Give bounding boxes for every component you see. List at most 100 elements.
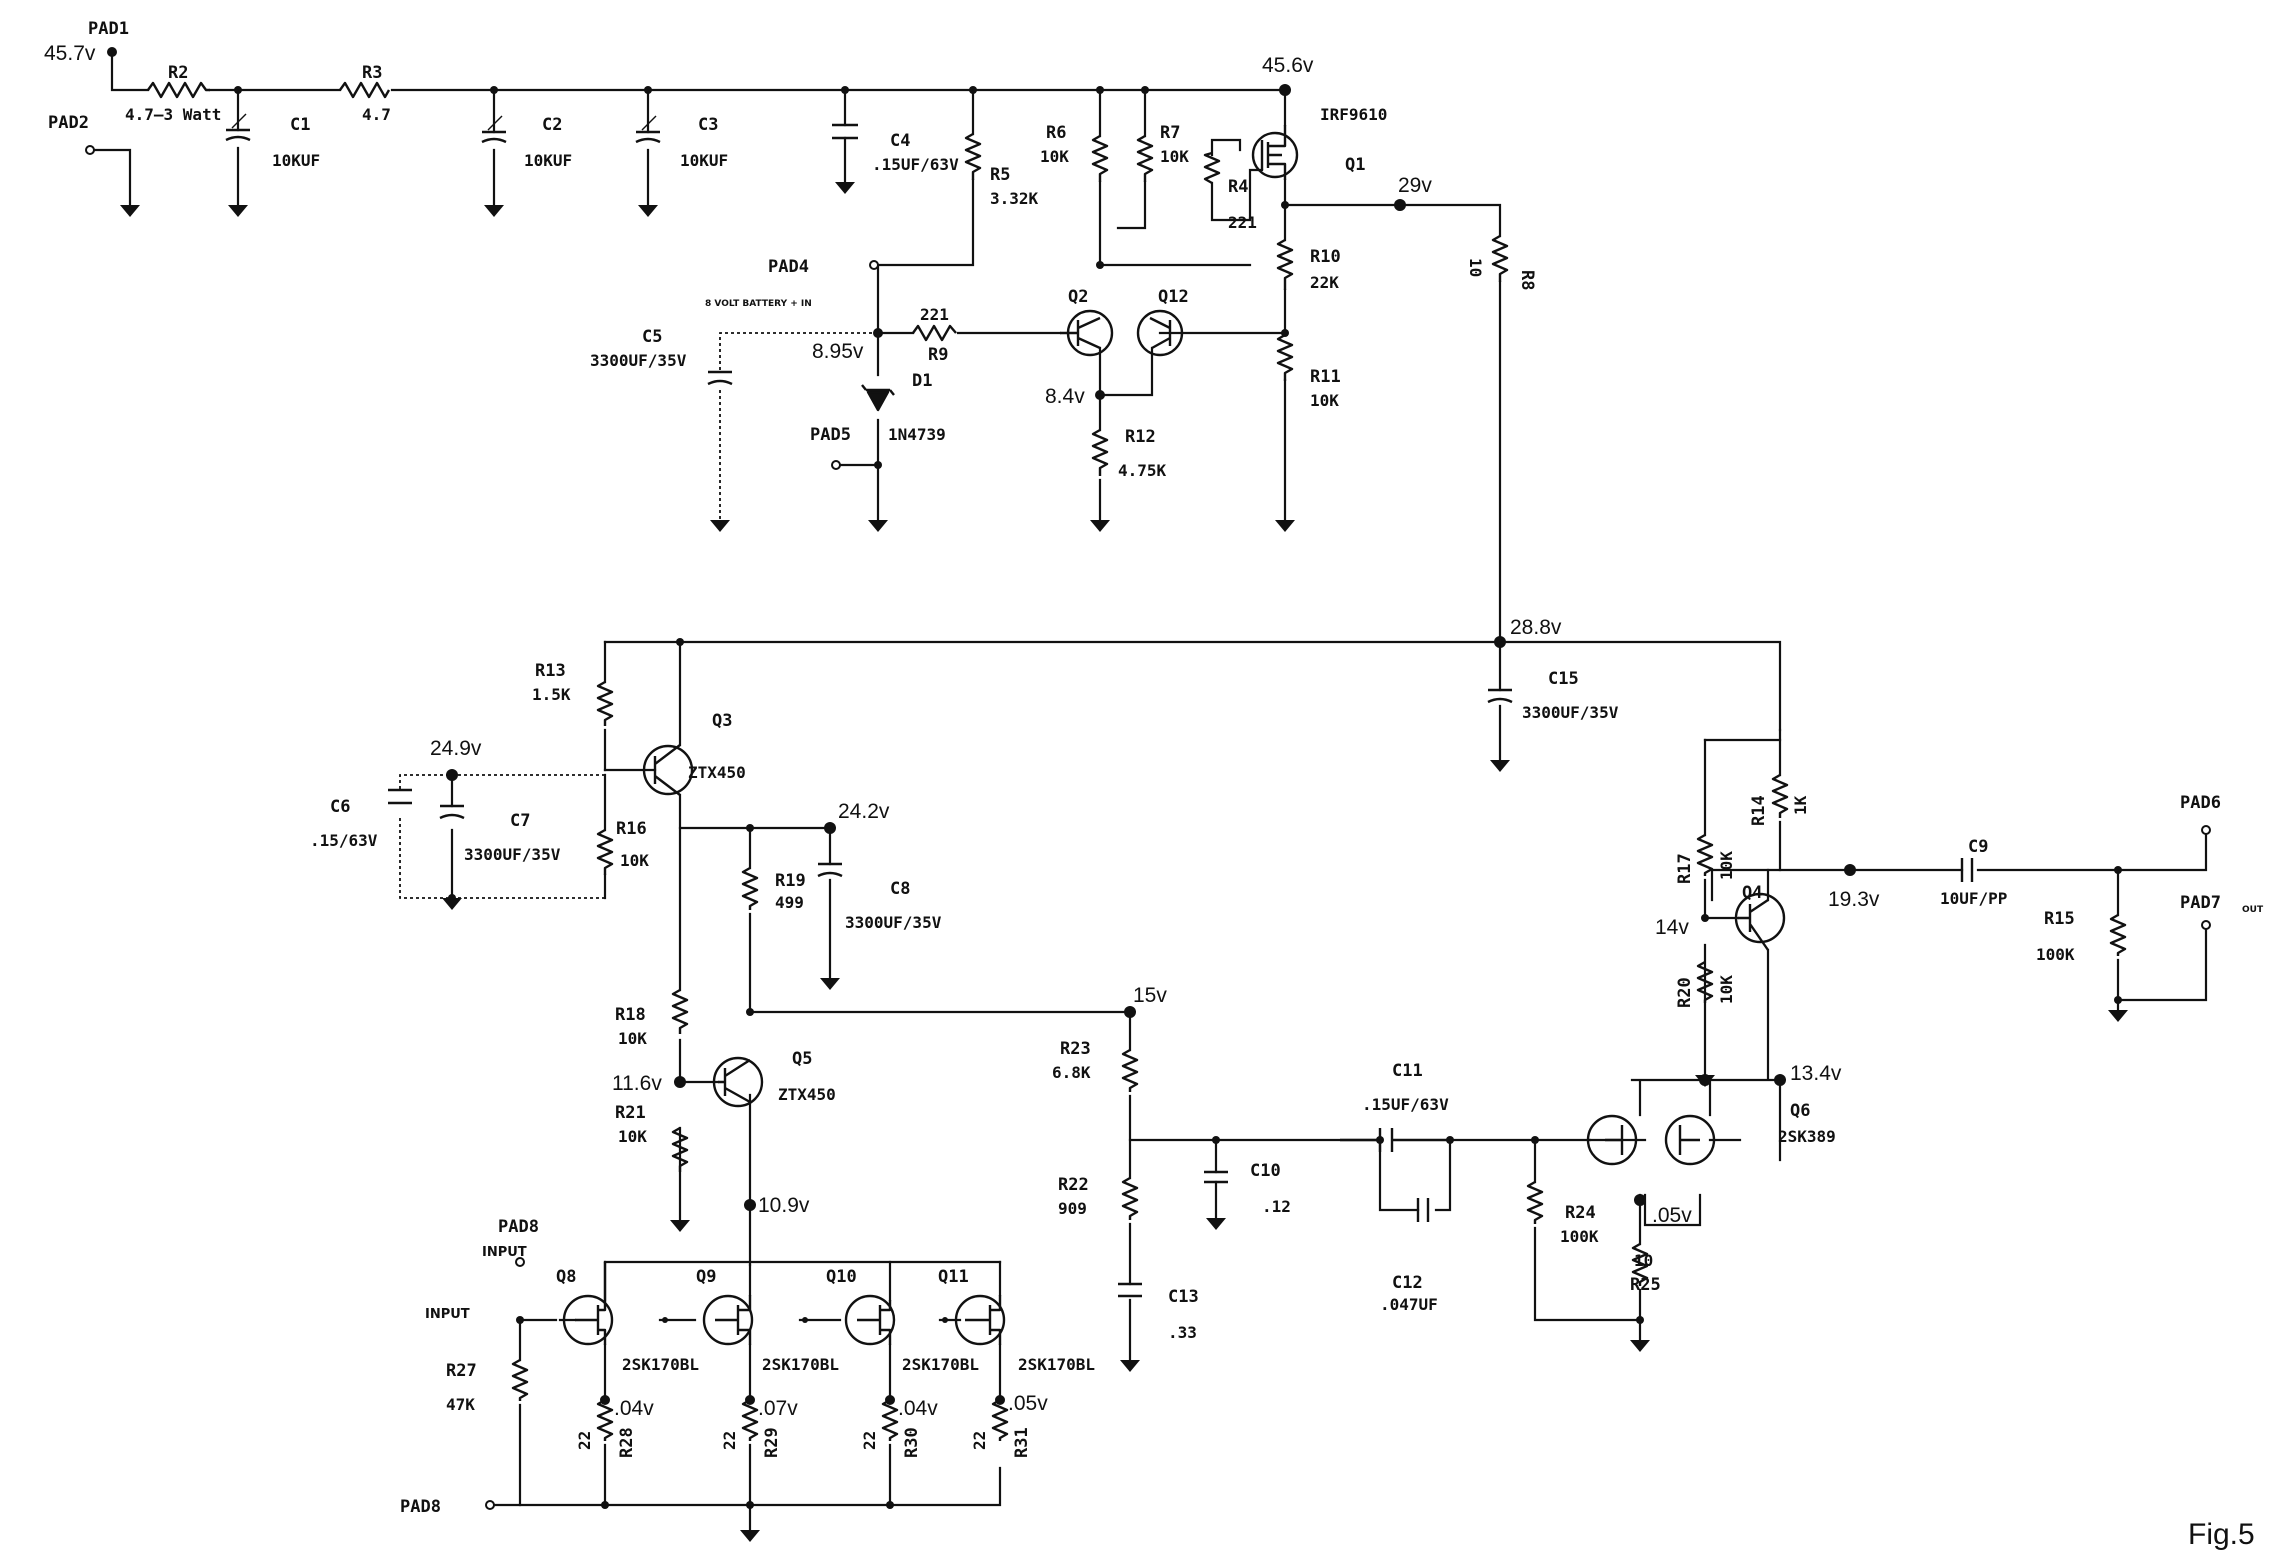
r4-value: 221 (1228, 213, 1257, 232)
input-label: INPUT (425, 1307, 470, 1322)
c7-value: 3300UF/35V (464, 845, 561, 864)
voltage-q4-base: 14v (1655, 916, 1689, 939)
c2-name: C2 (542, 115, 562, 135)
capacitor-c12 (1416, 1198, 1430, 1222)
q8-name: Q8 (556, 1267, 576, 1287)
capacitor-c15 (1487, 688, 1513, 704)
resistor-r16 (596, 828, 614, 875)
pad1-label: PAD1 (88, 19, 129, 39)
r10-value: 22K (1310, 273, 1339, 292)
q10-name: Q10 (826, 1267, 857, 1287)
c10-name: C10 (1250, 1161, 1281, 1181)
c8-value: 3300UF/35V (845, 913, 942, 932)
r11-value: 10K (1310, 391, 1339, 410)
r5-value: 3.32K (990, 189, 1039, 208)
capacitor-c11 (1340, 1128, 1450, 1152)
d1-value: 1N4739 (888, 425, 946, 444)
resistor-r29 (741, 1398, 759, 1441)
r13-value: 1.5K (532, 685, 571, 704)
r6-value: 10K (1040, 147, 1069, 166)
r2-name: R2 (168, 63, 188, 83)
jfet-q11 (954, 1294, 1006, 1346)
capacitor-c7 (439, 804, 465, 820)
q4-name: Q4 (1742, 883, 1762, 903)
r19-name: R19 (775, 871, 806, 891)
r23-name: R23 (1060, 1039, 1091, 1059)
resistor-r18 (671, 988, 689, 1034)
r28-value: 22 (575, 1431, 594, 1450)
r13-name: R13 (535, 661, 566, 681)
voltage-zener: 8.95v (812, 340, 864, 363)
resistor-r9 (912, 324, 957, 342)
q1-value: IRF9610 (1320, 105, 1387, 124)
q1-name: Q1 (1345, 155, 1365, 175)
capacitor-c2 (481, 115, 507, 144)
r27-name: R27 (446, 1361, 477, 1381)
r16-value: 10K (620, 851, 649, 870)
r22-value: 909 (1058, 1199, 1087, 1218)
capacitor-c10 (1204, 1170, 1228, 1184)
r3-name: R3 (362, 63, 382, 83)
capacitor-c6 (388, 788, 412, 805)
resistor-r19 (741, 866, 759, 910)
r15-name: R15 (2044, 909, 2075, 929)
pad5-label: PAD5 (810, 425, 851, 445)
r18-name: R18 (615, 1005, 646, 1025)
jfet-q10 (844, 1294, 896, 1346)
resistor-r22 (1121, 1176, 1139, 1220)
pad7-out-label: OUT (2242, 905, 2264, 915)
r11-name: R11 (1310, 367, 1341, 387)
capacitor-c9 (1960, 858, 1974, 882)
r3-value: 4.7 (362, 105, 391, 124)
c3-name: C3 (698, 115, 718, 135)
wires (93, 50, 2208, 1532)
jfet-q8 (562, 1262, 614, 1346)
q6-name: Q6 (1790, 1101, 1810, 1121)
q9-value: 2SK170BL (762, 1355, 839, 1374)
r24-value: 100K (1560, 1227, 1599, 1246)
r14-value: 1K (1791, 795, 1810, 815)
resistor-r12 (1091, 428, 1109, 476)
r23-value: 6.8K (1052, 1063, 1091, 1082)
c2-value: 10KUF (524, 151, 572, 170)
r21-value: 10K (618, 1127, 647, 1146)
resistor-r25 (1631, 1242, 1649, 1286)
pad4-label: PAD4 (768, 257, 809, 277)
r27-value: 47K (446, 1395, 475, 1414)
q5-name: Q5 (792, 1049, 812, 1069)
r7-name: R7 (1160, 123, 1180, 143)
c8-name: C8 (890, 879, 910, 899)
r5-name: R5 (990, 165, 1010, 185)
resistor-r30 (881, 1398, 899, 1441)
r30-name: R30 (902, 1427, 922, 1458)
q12-name: Q12 (1158, 287, 1189, 307)
resistor-r17 (1696, 833, 1714, 876)
r21-name: R21 (615, 1103, 646, 1123)
resistor-r27 (511, 1358, 529, 1401)
r20-name: R20 (1675, 977, 1695, 1008)
resistor-r2 (147, 81, 210, 99)
resistor-r10 (1276, 238, 1294, 290)
r17-name: R17 (1675, 853, 1695, 884)
r31-value: 22 (970, 1431, 989, 1450)
junctions (107, 47, 2122, 1509)
grounds (120, 182, 2128, 1542)
resistor-r14 (1771, 773, 1789, 818)
r7-value: 10K (1160, 147, 1189, 166)
r17-value: 10K (1717, 851, 1736, 880)
c9-name: C9 (1968, 837, 1988, 857)
capacitors (225, 113, 1974, 1298)
resistor-r4 (1203, 151, 1221, 185)
q10-value: 2SK170BL (902, 1355, 979, 1374)
q8-value: 2SK170BL (622, 1355, 699, 1374)
q5-value: ZTX450 (778, 1085, 836, 1104)
capacitor-c4 (832, 123, 858, 140)
r30-value: 22 (860, 1431, 879, 1450)
resistors (147, 81, 2127, 1441)
r29-name: R29 (762, 1427, 782, 1458)
pad9-label: PAD8 (400, 1497, 441, 1517)
transistors (562, 125, 1786, 1346)
r14-name: R14 (1749, 795, 1769, 826)
voltage-q2-emitter: 8.4v (1045, 385, 1085, 408)
pad8-input-label: INPUT (482, 1245, 527, 1260)
